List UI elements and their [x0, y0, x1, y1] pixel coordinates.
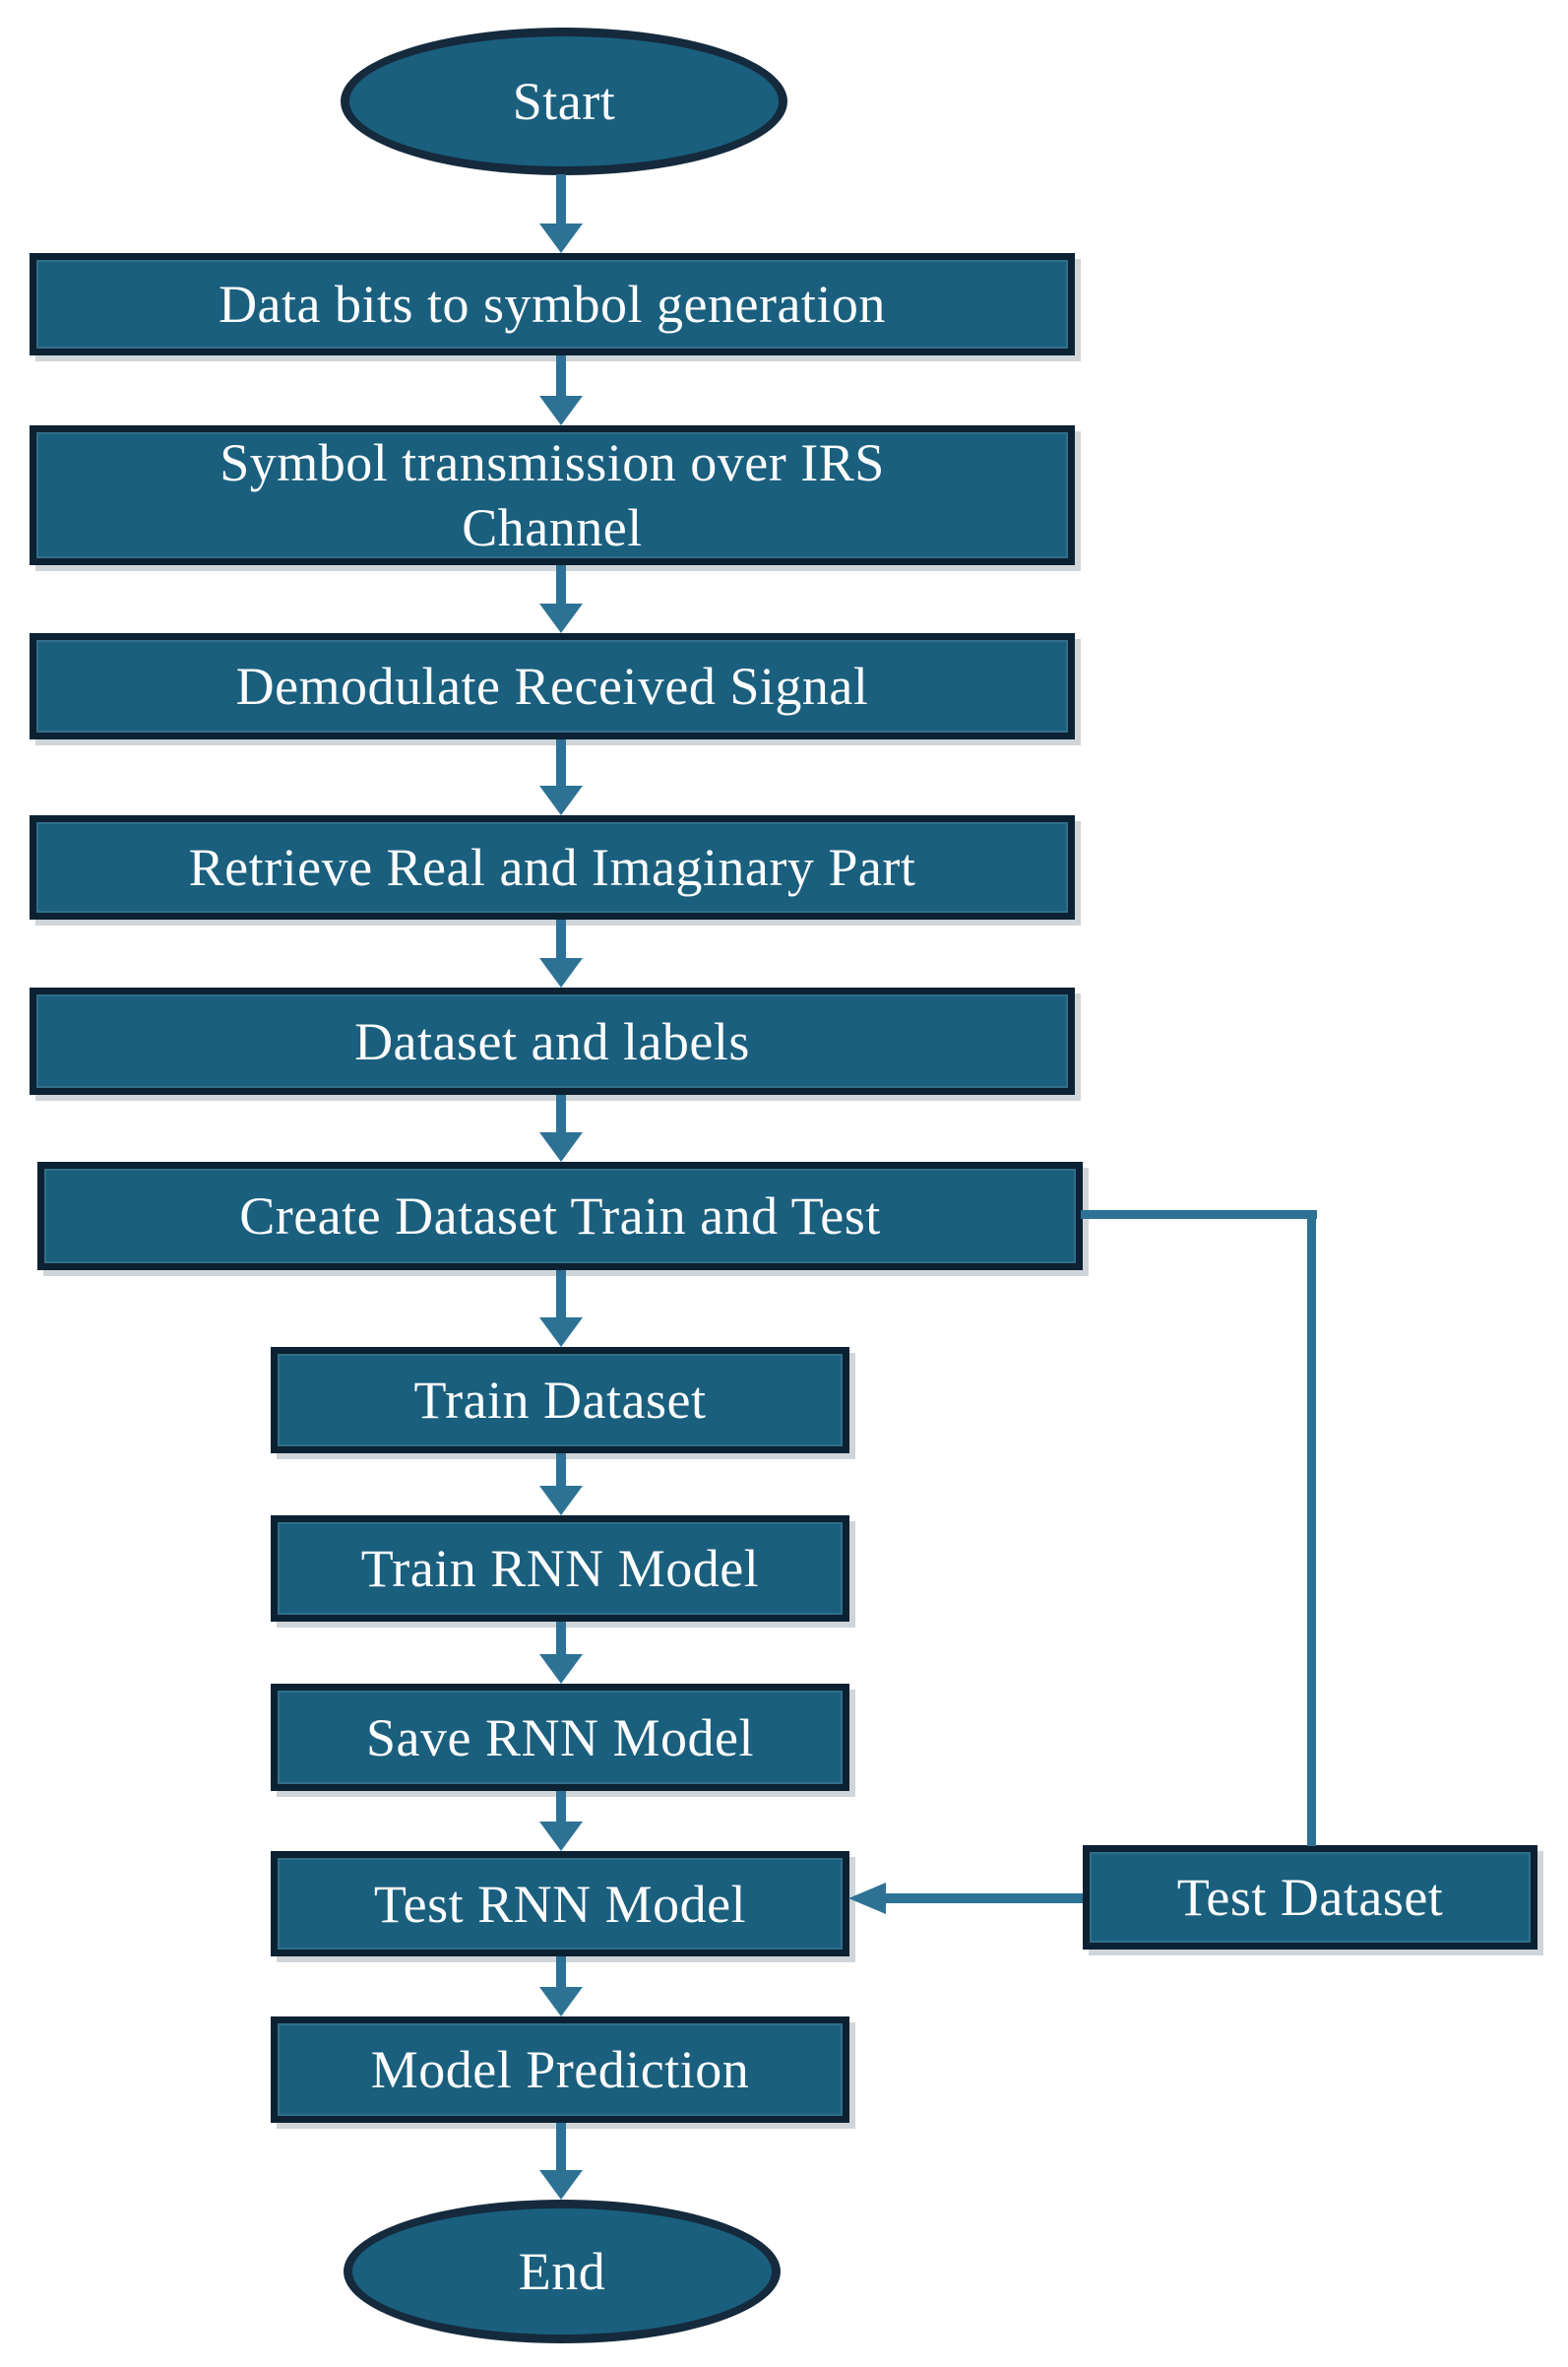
node-start: Start: [341, 28, 787, 175]
node-create-dataset-label: Create Dataset Train and Test: [239, 1186, 881, 1246]
node-data-bits: Data bits to symbol generation: [30, 253, 1075, 355]
arrow-shaft: [556, 565, 566, 606]
arrow-shaft: [556, 920, 566, 960]
arrow-shaft: [556, 2123, 566, 2172]
arrowhead-down-icon: [539, 396, 583, 425]
arrow-shaft: [556, 739, 566, 788]
node-train-rnn-label: Train RNN Model: [360, 1539, 760, 1598]
node-test-rnn-label: Test RNN Model: [373, 1874, 747, 1934]
arrowhead-down-icon: [539, 958, 583, 988]
arrowhead-down-icon: [539, 1822, 583, 1851]
node-demodulate: Demodulate Received Signal: [30, 633, 1075, 739]
arrowhead-down-icon: [539, 1654, 583, 1684]
arrow-shaft: [556, 1622, 566, 1656]
arrowhead-down-icon: [539, 1317, 583, 1347]
arrowhead-left-icon: [848, 1883, 886, 1914]
node-create-dataset: Create Dataset Train and Test: [37, 1162, 1083, 1270]
arrow-shaft: [556, 1270, 566, 1319]
node-retrieve-label: Retrieve Real and Imaginary Part: [188, 838, 916, 897]
node-test-dataset: Test Dataset: [1083, 1845, 1537, 1950]
arrow-shaft: [884, 1893, 1083, 1903]
node-test-dataset-label: Test Dataset: [1176, 1868, 1444, 1927]
node-train-rnn: Train RNN Model: [271, 1515, 849, 1622]
node-demodulate-label: Demodulate Received Signal: [235, 657, 869, 716]
node-model-prediction-label: Model Prediction: [370, 2040, 750, 2099]
node-end: End: [344, 2200, 781, 2343]
node-end-label: End: [518, 2242, 606, 2301]
arrow-shaft: [556, 355, 566, 398]
node-symbol-transmission: Symbol transmission over IRS Channel: [30, 425, 1075, 565]
node-save-rnn-label: Save RNN Model: [366, 1707, 754, 1767]
arrowhead-down-icon: [539, 1132, 583, 1162]
node-dataset-labels-label: Dataset and labels: [354, 1011, 750, 1071]
arrowhead-down-icon: [539, 1987, 583, 2016]
node-start-label: Start: [512, 72, 616, 131]
node-train-dataset-label: Train Dataset: [413, 1371, 707, 1430]
connector-horizontal-segment: [1081, 1210, 1317, 1219]
arrow-shaft: [556, 1453, 566, 1488]
connector-vertical-segment: [1307, 1210, 1316, 1846]
node-dataset-labels: Dataset and labels: [30, 988, 1075, 1095]
arrow-shaft: [556, 1095, 566, 1134]
arrow-shaft: [556, 174, 566, 225]
node-model-prediction: Model Prediction: [271, 2016, 849, 2123]
arrow-shaft: [556, 1791, 566, 1823]
node-data-bits-label: Data bits to symbol generation: [219, 275, 886, 334]
arrowhead-down-icon: [539, 604, 583, 633]
node-save-rnn: Save RNN Model: [271, 1684, 849, 1791]
arrowhead-down-icon: [539, 2170, 583, 2200]
arrowhead-down-icon: [539, 1486, 583, 1515]
arrowhead-down-icon: [539, 224, 583, 253]
node-retrieve: Retrieve Real and Imaginary Part: [30, 815, 1075, 920]
node-train-dataset: Train Dataset: [271, 1347, 849, 1453]
node-symbol-transmission-label: Symbol transmission over IRS Channel: [220, 433, 885, 557]
node-test-rnn: Test RNN Model: [271, 1851, 849, 1956]
arrow-shaft: [556, 1956, 566, 1989]
arrowhead-down-icon: [539, 786, 583, 815]
